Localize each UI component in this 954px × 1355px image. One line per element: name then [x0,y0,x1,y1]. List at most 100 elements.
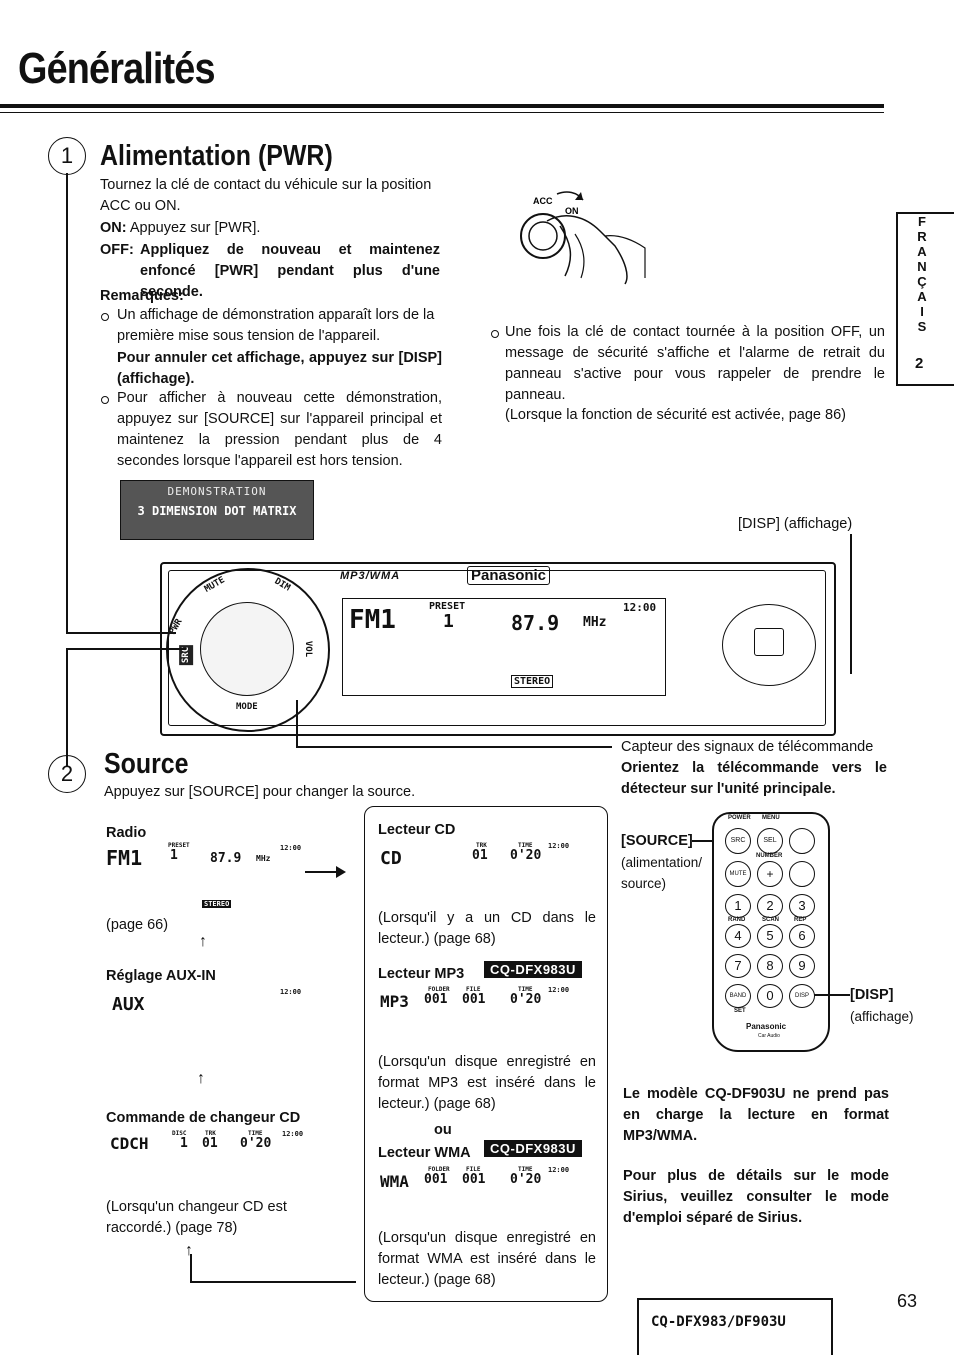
on-label: ON: [100,220,127,236]
lcd-clock: 12:00 [623,601,657,614]
changer-clock: 12:00 [282,1130,304,1138]
off-label: OFF: [100,242,134,258]
key-acc-label: ACC [533,196,553,206]
return-line-h [190,1281,356,1283]
ignition-key-illustration: ACC ON [520,191,646,285]
note-sirius: Pour plus de détails sur le mode Sirius,… [623,1168,889,1226]
mp3-folder: 001 [424,992,448,1007]
aux-clock: 12:00 [280,988,302,996]
band-button[interactable] [754,628,784,656]
mp3-display: MP3 [380,992,409,1011]
sensor-instruction: Orientez la télécommande vers le détecte… [621,760,887,797]
remote-source-label: [SOURCE] [621,833,693,849]
lcd-freq: 87.9 [511,611,560,635]
remote-key-6[interactable]: 6 [789,924,815,948]
disp-leader [814,994,850,996]
header-rule-thin [0,112,884,113]
volume-dial-outer [166,568,330,732]
wma-clock: 12:00 [548,1166,570,1174]
radio-freq: 87.9 [210,851,242,866]
remote-label-scan: SCAN [762,917,780,923]
tab-letter: S [917,319,927,334]
disp-caption: [DISP] (affichage) [738,516,853,532]
changer-track: 01 [202,1136,218,1151]
lcd-unit: MHz [583,615,607,630]
remote-top-label: POWER [728,815,751,821]
remote-key-8[interactable]: 8 [757,954,783,978]
mp3-clock: 12:00 [548,986,570,994]
section2-intro: Appuyez sur [SOURCE] pour changer la sou… [104,784,416,800]
lcd-preset-label: PRESET [429,601,466,612]
mp3-model-badge: CQ-DFX983U [484,961,582,978]
remote-key-2[interactable]: 2 [757,894,783,918]
side-language-tab [896,212,954,386]
remote-down-button[interactable] [789,861,815,887]
arrow-up-icon: ↑ [185,1242,193,1259]
remote-disp-button[interactable]: DISP [789,984,815,1008]
on-line: ON: Appuyez sur [PWR]. [100,218,445,239]
footer-model: CQ-DFX983/DF903U [651,1314,786,1330]
changer-disc-label: DISC [172,1130,187,1137]
remote-key-9[interactable]: 9 [789,954,815,978]
cd-note: (Lorsqu'il y a un CD dans le lecteur.) (… [378,910,596,947]
wma-folder: 001 [424,1172,448,1187]
note-df903u: Le modèle CQ-DF903U ne prend pas en char… [623,1086,889,1144]
remote-up-button[interactable] [789,828,815,854]
remote-key-5[interactable]: 5 [757,924,783,948]
panasonic-logo: Panasonic [467,566,551,585]
remote-brand: Panasonic [746,1022,787,1031]
bracket-line-h [66,632,176,634]
sensor-caption: Capteur des signaux de télécommande [621,739,874,755]
volume-knob[interactable] [200,602,294,696]
bullet1: Un affichage de démonstration apparaît l… [117,307,435,344]
remote-src-button[interactable]: SRC [725,828,751,854]
tab-letter: Ç [917,274,927,289]
remote-sel-button[interactable]: SEL [757,828,783,854]
bracket-line-h2 [66,648,186,650]
changer-note: (Lorsqu'un changeur CD est raccordé.) (p… [106,1199,287,1236]
arrow-right-icon [305,871,337,873]
mp3-label: Lecteur MP3 [378,966,465,982]
tab-letter: F [918,214,926,229]
remote-key-0[interactable]: 0 [757,984,783,1008]
remote-plus-button[interactable]: + [757,861,783,887]
bullet-dot [491,330,499,338]
lcd-display: FM1 PRESET 1 87.9 MHz 12:00 STEREO [342,598,666,696]
tab-letter: R [917,229,927,244]
return-line-v [190,1254,192,1282]
remote-band-button[interactable]: BAND [725,984,751,1008]
demo-line1: DEMONSTRATION [167,485,267,498]
bullet3-ref: (Lorsque la fonction de sécurité est act… [505,407,846,423]
lcd-preset: 1 [443,611,454,632]
tab-letter: I [920,304,924,319]
remote-label-rand: RAND [728,917,746,923]
demo-display: DEMONSTRATION 3 DIMENSION DOT MATRIX [120,480,314,540]
arrow-up-icon: ↑ [197,1070,205,1087]
cursor-pad[interactable] [722,604,816,686]
mp3wma-logo: MP3/WMA [340,570,401,582]
wma-time-label: TIME [518,1166,533,1173]
remote-mute-button[interactable]: MUTE [725,861,751,887]
section1-title: Alimentation (PWR) [100,140,333,172]
remote-key-7[interactable]: 7 [725,954,751,978]
changer-time: 0'20 [240,1136,272,1151]
sensor-leader-h [296,746,612,748]
wma-label: Lecteur WMA [378,1145,471,1161]
remote-key-3[interactable]: 3 [789,894,815,918]
remote-key-4[interactable]: 4 [725,924,751,948]
tab-number: 2 [915,355,924,372]
wma-file: 001 [462,1172,486,1187]
radio-preset: 1 [170,848,178,863]
aux-display: AUX [112,994,145,1015]
remote-sub: Car Audio [758,1033,780,1039]
mode-button[interactable]: MODE [236,702,258,712]
remote-key-1[interactable]: 1 [725,894,751,918]
radio-clock: 12:00 [280,844,302,852]
wma-model-badge: CQ-DFX983U [484,1140,582,1157]
cd-time: 0'20 [510,848,542,863]
cd-clock: 12:00 [548,842,570,850]
changer-time-label: TIME [248,1130,263,1137]
vol-button[interactable]: VOL [303,640,314,658]
disp-leader-line [850,534,852,674]
tab-letter: A [917,289,927,304]
